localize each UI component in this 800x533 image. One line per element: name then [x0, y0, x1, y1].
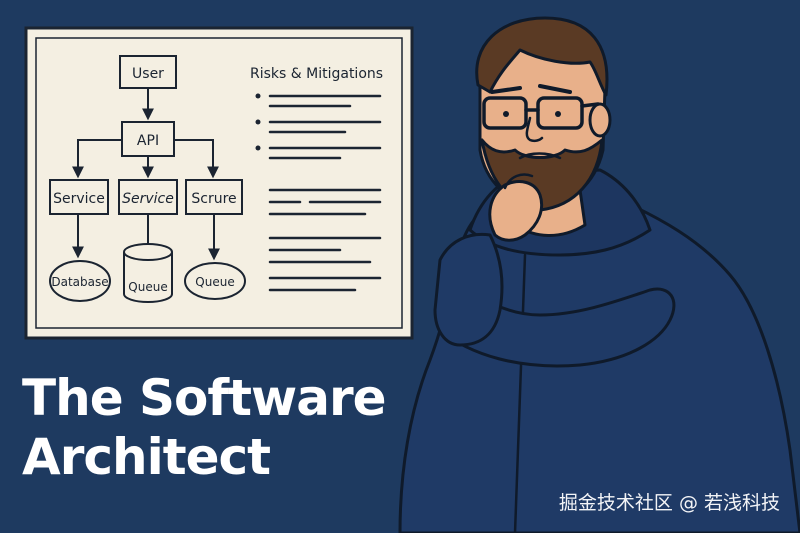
nose: [525, 116, 544, 143]
service-3-label: Scrure: [191, 191, 236, 207]
architect-figure: [398, 16, 800, 533]
left-eyebrow: [490, 86, 522, 94]
risk-bullets: [255, 93, 382, 160]
architecture-diagram: User API Service Service Scrure: [49, 55, 246, 303]
right-eyebrow: [538, 84, 572, 94]
hoodie-forearm: [433, 232, 504, 347]
user-node-label: User: [132, 66, 164, 82]
queue-2-node-shape: [184, 262, 246, 300]
database-node-label: Database: [51, 275, 108, 289]
note-lines: [268, 188, 382, 292]
service-2-box: [118, 179, 178, 215]
bullet-dot: [255, 119, 261, 125]
risks-section: Risks & Mitigations: [250, 66, 383, 292]
arrow-api-to-service-3: [174, 139, 219, 179]
hoodie-zipper: [513, 253, 527, 533]
glasses: [482, 96, 600, 130]
left-eye: [503, 111, 509, 117]
hair: [475, 16, 609, 97]
thumb: [503, 173, 534, 190]
risks-title: Risks & Mitigations: [250, 66, 383, 82]
queue-cylinder: [123, 243, 173, 303]
ear: [588, 102, 612, 138]
service-2-label: Service: [122, 191, 174, 207]
service-1-box: [49, 179, 109, 215]
whiteboard-inner-border: [35, 37, 403, 329]
bullet-dot: [255, 93, 261, 99]
mouth: [518, 152, 562, 160]
watermark: 掘金技术社区 @ 若浅科技: [558, 492, 780, 514]
right-eye: [555, 111, 561, 117]
headline-line-2: Architect: [22, 428, 271, 486]
queue-1-label: Queue: [128, 280, 167, 294]
queue-2-label: Queue: [195, 275, 234, 289]
service-1-label: Service: [53, 191, 105, 207]
bullet-dot: [255, 145, 261, 151]
headline-line-1: The Software: [22, 369, 387, 427]
whiteboard: User API Service Service Scrure: [24, 26, 414, 340]
api-node-label: API: [137, 133, 159, 149]
hand: [488, 180, 544, 242]
api-node-box: [121, 121, 175, 157]
database-node-shape: [49, 260, 111, 302]
arrow-api-to-service-1: [72, 139, 122, 179]
hoodie-arm: [438, 283, 676, 368]
